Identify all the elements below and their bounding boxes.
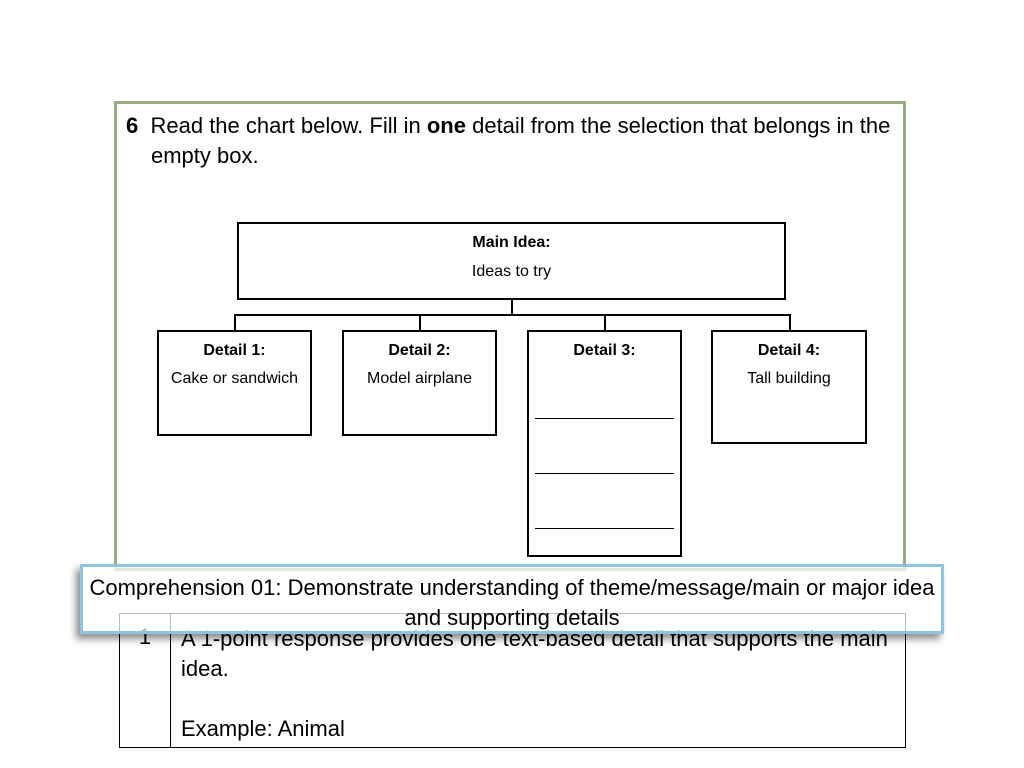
detail-3-blank-line [535, 528, 674, 529]
detail-2-heading: Detail 2: [388, 342, 451, 359]
detail-2-text: Model airplane [367, 370, 472, 387]
rubric-score: 1 [119, 613, 171, 748]
detail-4-text: Tall building [747, 370, 831, 387]
question-text-before: Read the chart below. Fill in [150, 113, 427, 138]
detail-3-blank-line [535, 418, 674, 419]
detail-3-box: Detail 3: [527, 330, 682, 557]
connector-detail-4 [789, 314, 791, 330]
question-number: 6 [126, 113, 139, 138]
question-text-after: detail from the selection that belongs i… [151, 113, 891, 168]
connector-detail-3 [604, 314, 606, 330]
detail-4-heading: Detail 4: [757, 342, 821, 359]
detail-3-blank-line [535, 473, 674, 474]
detail-1-box: Detail 1: Cake or sandwich [157, 330, 312, 436]
standard-text: Comprehension 01: Demonstrate understand… [89, 575, 935, 630]
main-idea-box: Main Idea: Ideas to try [237, 222, 786, 300]
main-idea-heading: Main Idea: [472, 234, 551, 251]
detail-1-heading: Detail 1: [203, 342, 266, 359]
detail-2-box: Detail 2: Model airplane [342, 330, 497, 436]
connector-detail-1 [234, 314, 236, 330]
detail-3-heading: Detail 3: [573, 342, 636, 359]
rubric-spacer [181, 684, 895, 714]
connector-main-stem [511, 300, 513, 315]
connector-detail-2 [419, 314, 421, 330]
detail-1-text: Cake or sandwich [170, 370, 299, 387]
question-emphasis: one [426, 113, 466, 138]
rubric-example: Example: Animal [181, 716, 345, 741]
connector-horizontal [234, 314, 790, 316]
question-prompt: 6 Read the chart below. Fill in one deta… [126, 111, 891, 171]
detail-4-box: Detail 4: Tall building [711, 330, 867, 444]
main-idea-text: Ideas to try [471, 263, 552, 280]
standard-banner: Comprehension 01: Demonstrate understand… [80, 564, 944, 634]
